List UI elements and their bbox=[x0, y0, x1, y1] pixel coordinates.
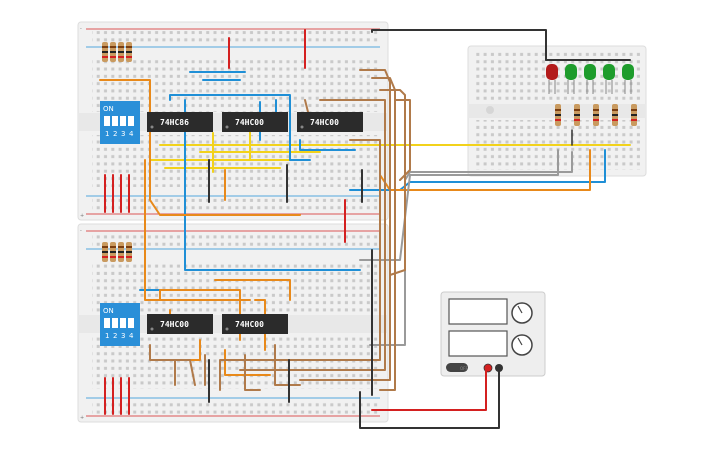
led-green-2 bbox=[584, 64, 596, 94]
svg-text:+: + bbox=[80, 213, 84, 219]
resistor-bottom-3 bbox=[118, 242, 124, 262]
dip-switch-bottom-num-3: 3 bbox=[121, 332, 125, 340]
resistor-top-1 bbox=[102, 42, 108, 62]
svg-text:+: + bbox=[80, 415, 84, 421]
dip-switch-top-on-label: ON bbox=[103, 105, 114, 113]
chip-top-2: 74HC00 bbox=[222, 112, 288, 132]
power-button-label: OFF bbox=[460, 366, 468, 371]
resistor-bottom-1 bbox=[102, 242, 108, 262]
resistor-bottom-2 bbox=[110, 242, 116, 262]
dip-switch-top-num-3: 3 bbox=[121, 130, 125, 138]
resistor-led-2 bbox=[574, 104, 580, 126]
resistors bbox=[102, 42, 637, 262]
led-green-1 bbox=[565, 64, 577, 94]
wires bbox=[99, 29, 631, 429]
dip-switch-top[interactable]: ON 1 2 3 4 bbox=[100, 101, 140, 144]
led-green-3 bbox=[603, 64, 615, 94]
chip-bottom-1-label: 74HC00 bbox=[160, 320, 189, 329]
svg-text:-: - bbox=[80, 228, 82, 234]
resistor-led-5 bbox=[631, 104, 637, 126]
chip-top-3: 74HC00 bbox=[297, 112, 363, 132]
led-green-4 bbox=[622, 64, 634, 94]
power-supply: OFF bbox=[440, 291, 546, 377]
chip-top-3-label: 74HC00 bbox=[310, 118, 339, 127]
resistor-bottom-4 bbox=[126, 242, 132, 262]
resistor-top-3 bbox=[118, 42, 124, 62]
resistor-led-3 bbox=[593, 104, 599, 126]
chip-top-1-label: 74HC86 bbox=[160, 118, 189, 127]
svg-text:-: - bbox=[80, 26, 82, 32]
chip-top-1: 74HC86 bbox=[147, 112, 213, 132]
dip-switch-bottom[interactable]: ON 1 2 3 4 bbox=[100, 303, 140, 346]
led-red bbox=[546, 64, 558, 94]
leds bbox=[546, 64, 634, 94]
resistor-led-4 bbox=[612, 104, 618, 126]
dip-switch-top-num-1: 1 bbox=[105, 130, 109, 138]
dip-switch-bottom-on-label: ON bbox=[103, 307, 114, 315]
chip-bottom-2: 74HC00 bbox=[222, 314, 288, 334]
chip-top-2-label: 74HC00 bbox=[235, 118, 264, 127]
resistor-top-2 bbox=[110, 42, 116, 62]
resistor-top-4 bbox=[126, 42, 132, 62]
voltage-display bbox=[448, 298, 508, 325]
resistor-led-1 bbox=[555, 104, 561, 126]
chip-bottom-1: 74HC00 bbox=[147, 314, 213, 334]
dip-switch-bottom-num-2: 2 bbox=[113, 332, 117, 340]
power-button[interactable] bbox=[446, 363, 468, 372]
current-display bbox=[448, 330, 508, 357]
dip-switch-top-num-4: 4 bbox=[129, 130, 134, 138]
dip-switch-bottom-num-1: 1 bbox=[105, 332, 109, 340]
dip-switch-top-num-2: 2 bbox=[113, 130, 117, 138]
chip-bottom-2-label: 74HC00 bbox=[235, 320, 264, 329]
dip-switch-bottom-num-4: 4 bbox=[129, 332, 134, 340]
